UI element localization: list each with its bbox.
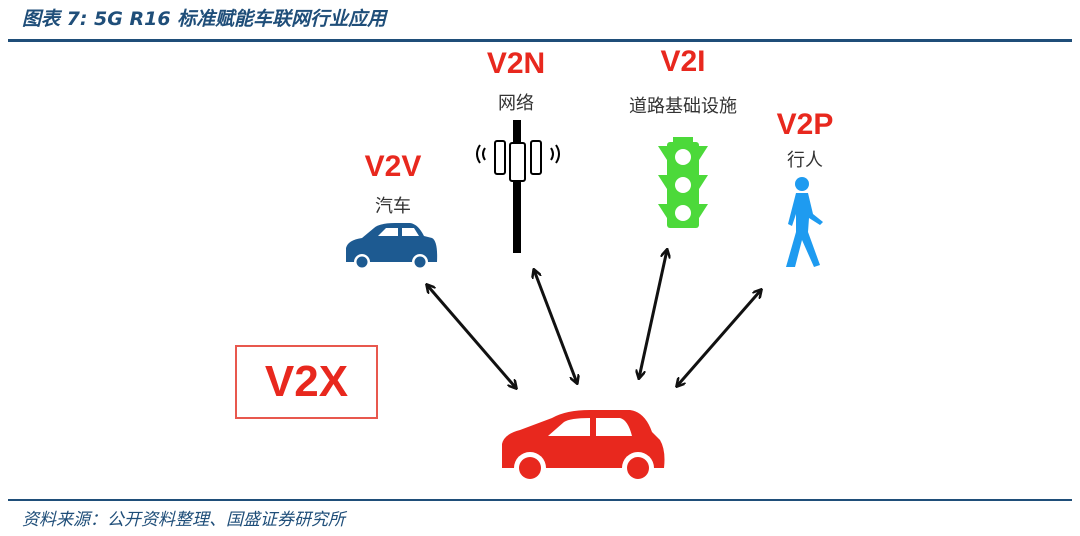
arrow-v2n (534, 270, 577, 383)
v2p-label: V2P (776, 108, 834, 141)
arrow-v2i (639, 250, 667, 378)
car-icon (346, 223, 438, 270)
v2v-label: V2V (364, 150, 422, 183)
v2v-name: 汽车 (375, 196, 411, 217)
pedestrian-icon (786, 177, 823, 267)
figure-title: 图表 7: 5G R16 标准赋能车联网行业应用 (22, 8, 387, 30)
v2i-label: V2I (660, 45, 706, 78)
traffic-light-icon (658, 137, 708, 228)
vehicle-car-icon (502, 410, 665, 484)
v2p-name: 行人 (787, 150, 823, 171)
v2x-box: V2X (235, 345, 378, 419)
v2n-name: 网络 (498, 93, 534, 114)
v2i-name: 道路基础设施 (629, 96, 737, 117)
v2n-label: V2N (486, 47, 546, 80)
top-divider (8, 39, 1072, 42)
arrow-v2v (427, 285, 516, 388)
arrow-v2p (677, 290, 761, 386)
bottom-divider (8, 499, 1072, 501)
cell-tower-icon (476, 120, 560, 253)
source-note: 资料来源：公开资料整理、国盛证券研究所 (22, 510, 345, 530)
